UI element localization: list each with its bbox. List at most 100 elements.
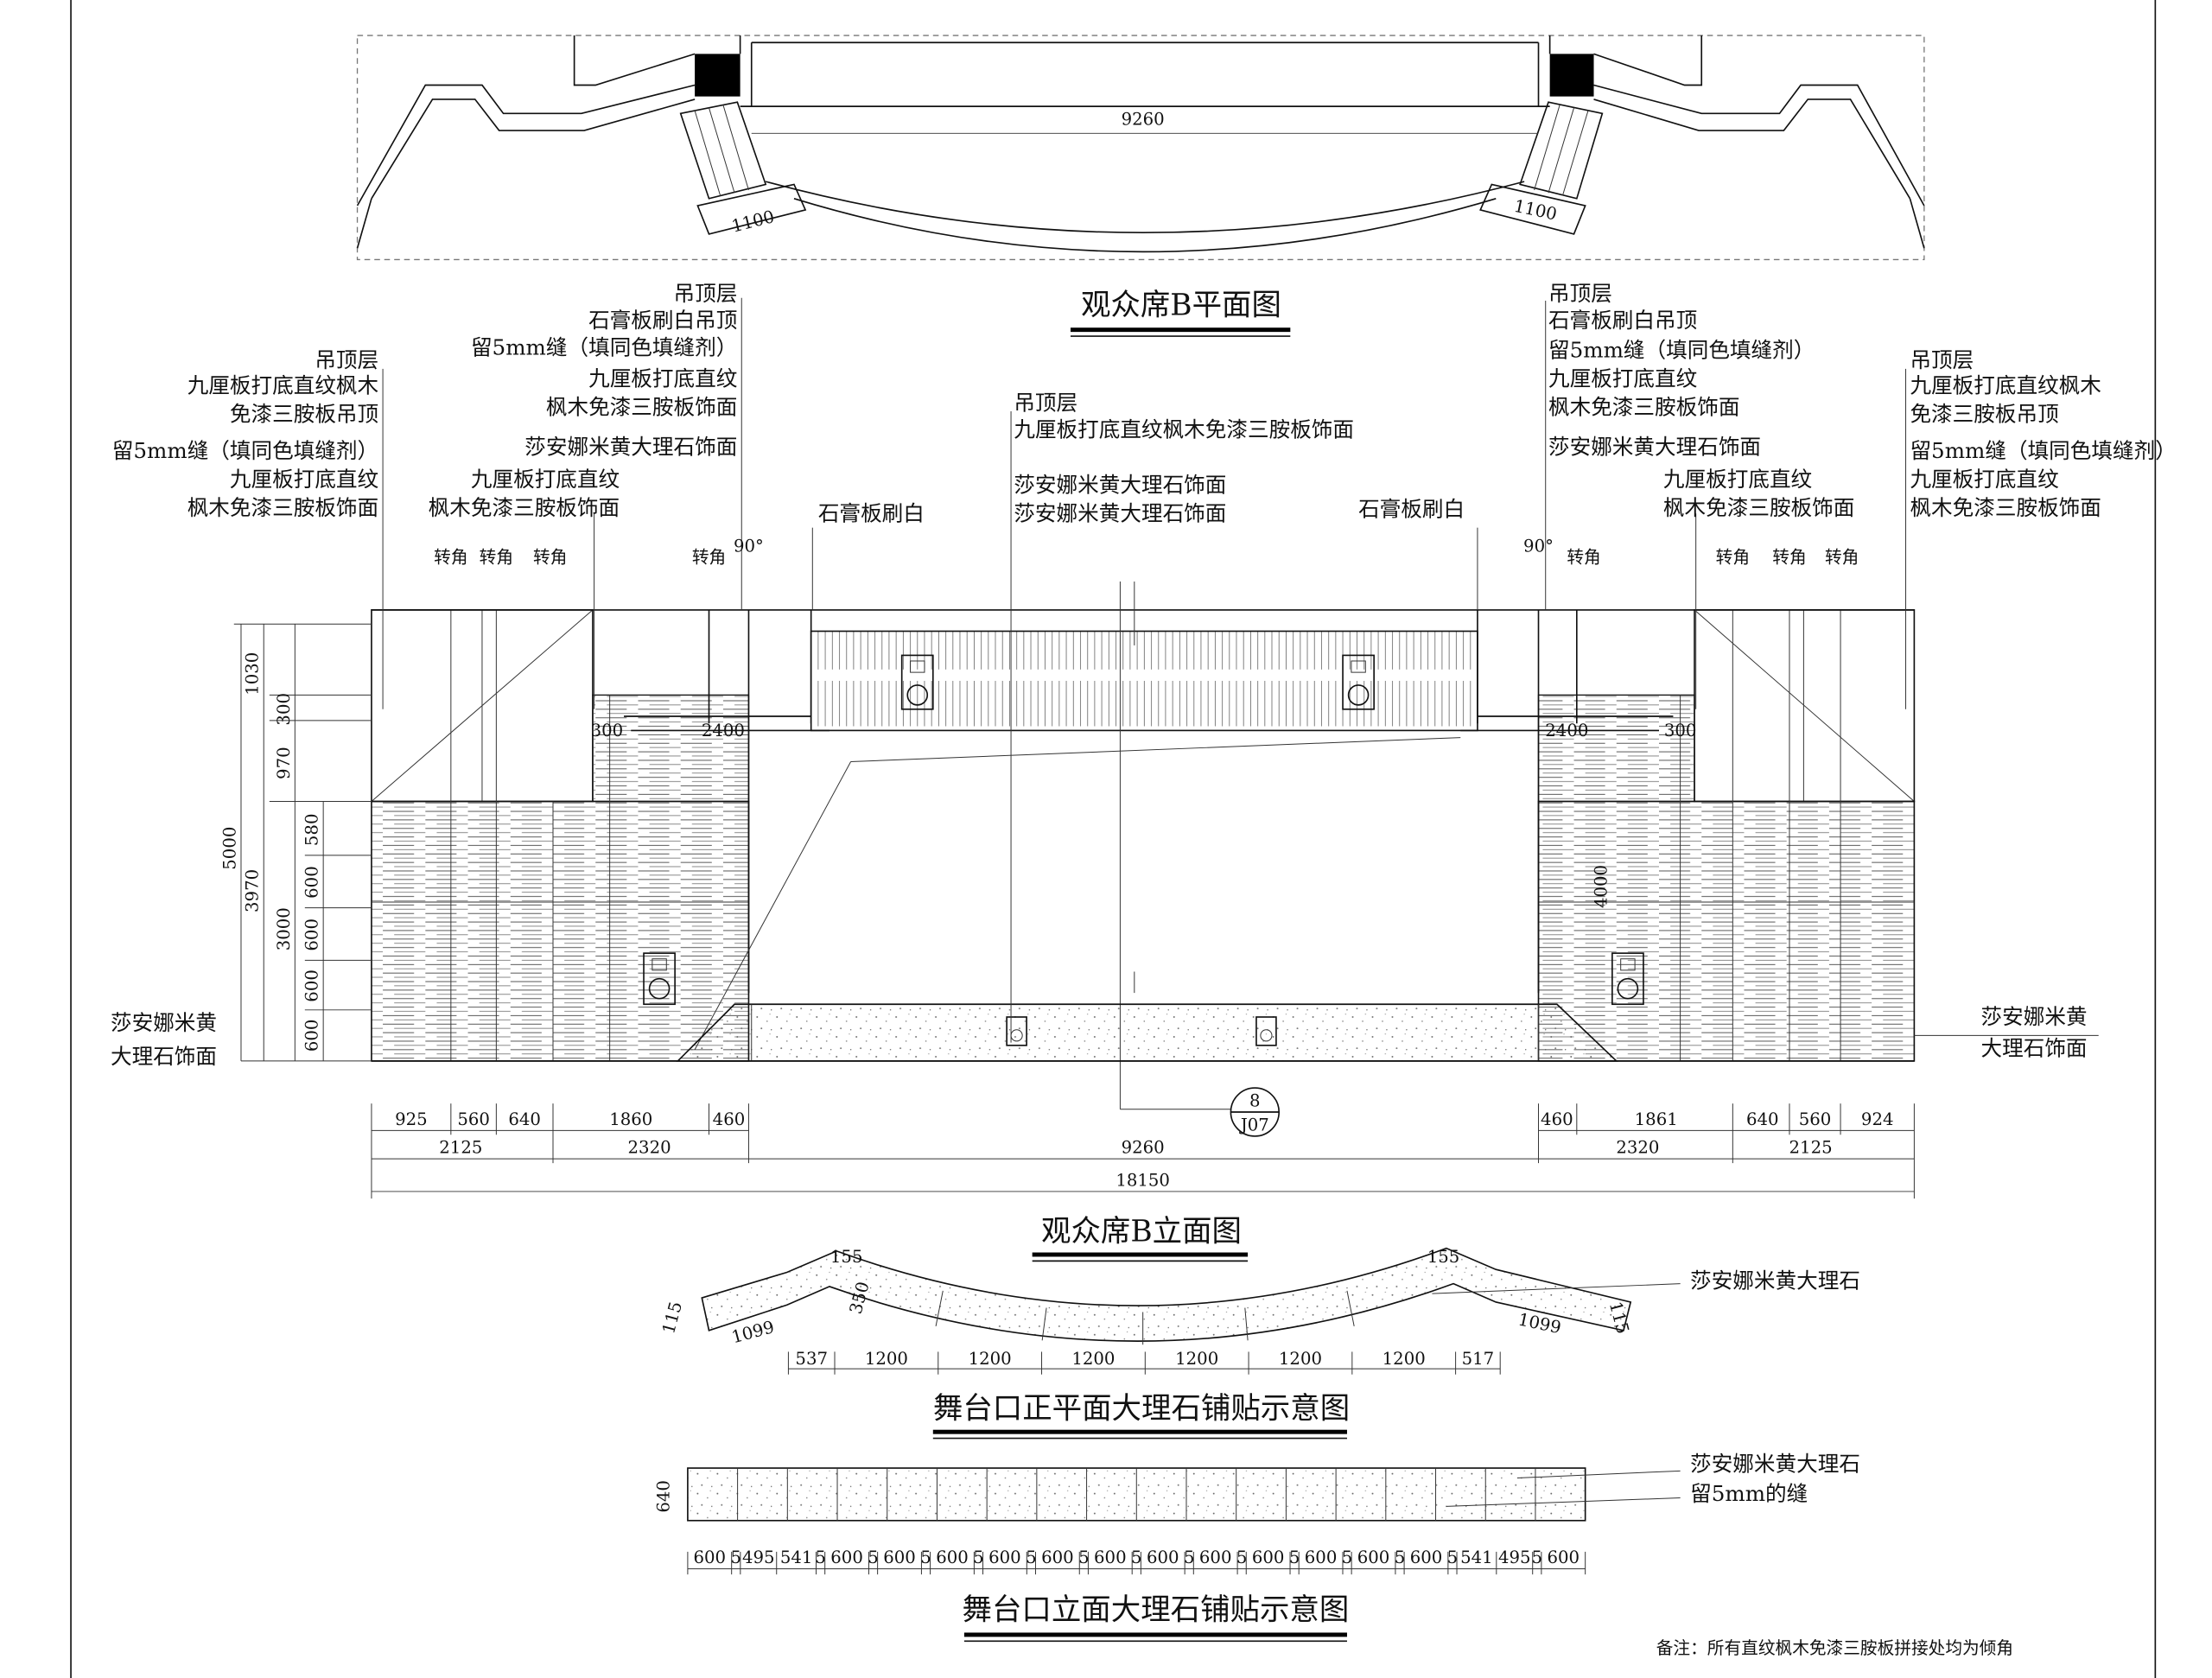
drawing-label: 九厘板打底直纹: [471, 467, 620, 492]
drawing-line: [1006, 1016, 1027, 1046]
dim-label: 600: [1305, 1548, 1338, 1567]
callout-gypsum-right: 石膏板刷白: [1358, 497, 1465, 522]
dim-label: 5: [1236, 1548, 1248, 1567]
corner-markers: 转角 转角 转角 转角 转角 转角 转角 转角 90° 90°: [434, 537, 1859, 568]
drawing-label: 吊顶层: [1548, 281, 1612, 306]
drawing-label: 转角: [1772, 548, 1806, 568]
drawing-line: [1593, 99, 1911, 200]
drawing-label: 大理石饰面: [111, 1044, 217, 1069]
stage-elevation-joint: 留5mm的缝: [1690, 1481, 1808, 1506]
drawing-line: [1260, 1029, 1273, 1042]
drawing-label: 155: [830, 1247, 863, 1267]
drawing-line: [679, 101, 767, 200]
drawing-label: 留5mm缝（填同色填缝剂）: [471, 334, 737, 359]
speaker-icon: [900, 654, 934, 710]
speaker-icon: [1342, 654, 1375, 710]
marble-joints: [737, 1468, 1536, 1521]
drawing-line: [356, 198, 372, 249]
dim-label: 5: [1289, 1548, 1300, 1567]
dim-label: 5: [1078, 1548, 1090, 1567]
drawing-label: 枫木免漆三胺板饰面: [1910, 495, 2101, 520]
drawing-line: [694, 110, 721, 196]
plan-dim-left: 1100: [729, 207, 776, 236]
drawing-line: [643, 952, 676, 1006]
drawing-line: [722, 105, 749, 191]
dim-label: 495: [1498, 1548, 1531, 1567]
drawing-line: [1346, 1290, 1355, 1326]
drawing-label: 九厘板打底直纹: [1910, 467, 2059, 492]
drawing-label: 115: [658, 1300, 686, 1336]
callout-right-c: 九厘板打底直纹 枫木免漆三胺板饰面: [1663, 467, 1854, 520]
drawing-label: 155: [1427, 1247, 1460, 1267]
dim-label: 1200: [1382, 1349, 1426, 1369]
drawing-line: [935, 1290, 1355, 1345]
dim-label: 5: [920, 1548, 931, 1567]
drawing-line: [793, 198, 1497, 253]
drawing-label: 莎安娜米黄大理石饰面: [1014, 500, 1226, 525]
stage-marble-plan: 莎安娜米黄大理石 155 350 155 115 115 1099 1099 5…: [658, 1247, 1860, 1440]
drawing-label: 吊顶层: [674, 281, 738, 306]
dim-label: 5: [1532, 1548, 1543, 1567]
drawing-line: [1479, 183, 1586, 235]
drawing-line: [1519, 101, 1604, 200]
drawing-label: 560: [457, 1109, 490, 1129]
drawing-line: [1694, 609, 1915, 802]
drawing-label: 460: [713, 1109, 746, 1129]
right-wall-wood-panel: [1537, 800, 1916, 1062]
speaker-icon: [1255, 1016, 1277, 1046]
drawing-label: 转角: [434, 548, 467, 568]
drawing-label: 5000: [219, 827, 239, 870]
drawing-line: [652, 958, 667, 971]
drawing-label: 2320: [628, 1138, 671, 1158]
drawing-label: 吊顶层: [1910, 347, 1974, 372]
callout-left-a: 吊顶层 九厘板打底直纹枫木 免漆三胺板吊顶 留5mm缝（填同色填缝剂） 九厘板打…: [112, 347, 379, 520]
dim-label: 5: [815, 1548, 826, 1567]
column-left: [695, 54, 741, 97]
drawing-line: [1593, 35, 1703, 86]
dim-label: 1200: [969, 1349, 1012, 1369]
dim-label: 5: [868, 1548, 879, 1567]
drawing-note: 备注：所有直纹枫木免漆三胺板拼接处均为倾角: [1656, 1638, 2013, 1658]
dim-label: 5: [730, 1548, 741, 1567]
drawing-label: 2125: [1789, 1138, 1833, 1158]
dim-label: 5: [1184, 1548, 1195, 1567]
plan-dim-span: 9260: [1122, 109, 1165, 129]
section-marker[interactable]: 8 J07: [1230, 1087, 1281, 1137]
stage-plan-title: 舞台口正平面大理石铺贴示意图: [933, 1392, 1350, 1427]
drawing-line: [1537, 694, 1695, 803]
stage-plan-material: 莎安娜米黄大理石: [1690, 1268, 1860, 1293]
drawing-label: 石膏板刷白吊顶: [1548, 308, 1697, 333]
dim-label: 541: [1460, 1548, 1493, 1567]
drawing-line: [1593, 84, 1925, 207]
drawing-line: [1255, 1016, 1277, 1046]
speaker-icon: [1611, 952, 1644, 1006]
drawing-line: [1351, 660, 1366, 673]
callout-gypsum-left: 石膏板刷白: [818, 500, 925, 525]
drawing-label: 枫木免漆三胺板饰面: [188, 495, 378, 520]
dim-label: 5: [1395, 1548, 1406, 1567]
dim-label: 600: [694, 1548, 727, 1567]
drawing-line: [850, 737, 1461, 763]
plan-walls-left: [356, 35, 807, 249]
drawing-label: 枫木免漆三胺板饰面: [1548, 394, 1739, 419]
drawing-label: 560: [1799, 1109, 1832, 1129]
drawing-label: 640: [508, 1109, 541, 1129]
elevation-title: 观众席B立面图: [1041, 1214, 1242, 1249]
drawing-label: 300: [591, 721, 624, 740]
dim-label: 600: [883, 1548, 916, 1567]
drawing-label: 莎安娜米黄: [1981, 1004, 2088, 1029]
drawing-label: 留5mm缝（填同色填缝剂）: [112, 438, 378, 463]
dim-label: 541: [780, 1548, 813, 1567]
callout-center: 吊顶层 九厘板打底直纹枫木免漆三胺板饰面 莎安娜米黄大理石饰面 莎安娜米黄大理石…: [1014, 390, 1354, 525]
ceiling-wood-panel: [810, 630, 1478, 732]
drawing-label: 2320: [1616, 1138, 1659, 1158]
drawing-label: 留5mm缝（填同色填缝剂）: [1910, 438, 2176, 463]
drawing-label: 1860: [609, 1109, 652, 1129]
dim-label: 600: [1147, 1548, 1179, 1567]
drawing-line: [694, 761, 852, 1051]
drawing-label: 留5mm缝（填同色填缝剂）: [1548, 338, 1815, 363]
drawing-label: 九厘板打底直纹: [230, 467, 379, 492]
dim-label: 1200: [1279, 1349, 1322, 1369]
dim-label: 5: [1447, 1548, 1459, 1567]
